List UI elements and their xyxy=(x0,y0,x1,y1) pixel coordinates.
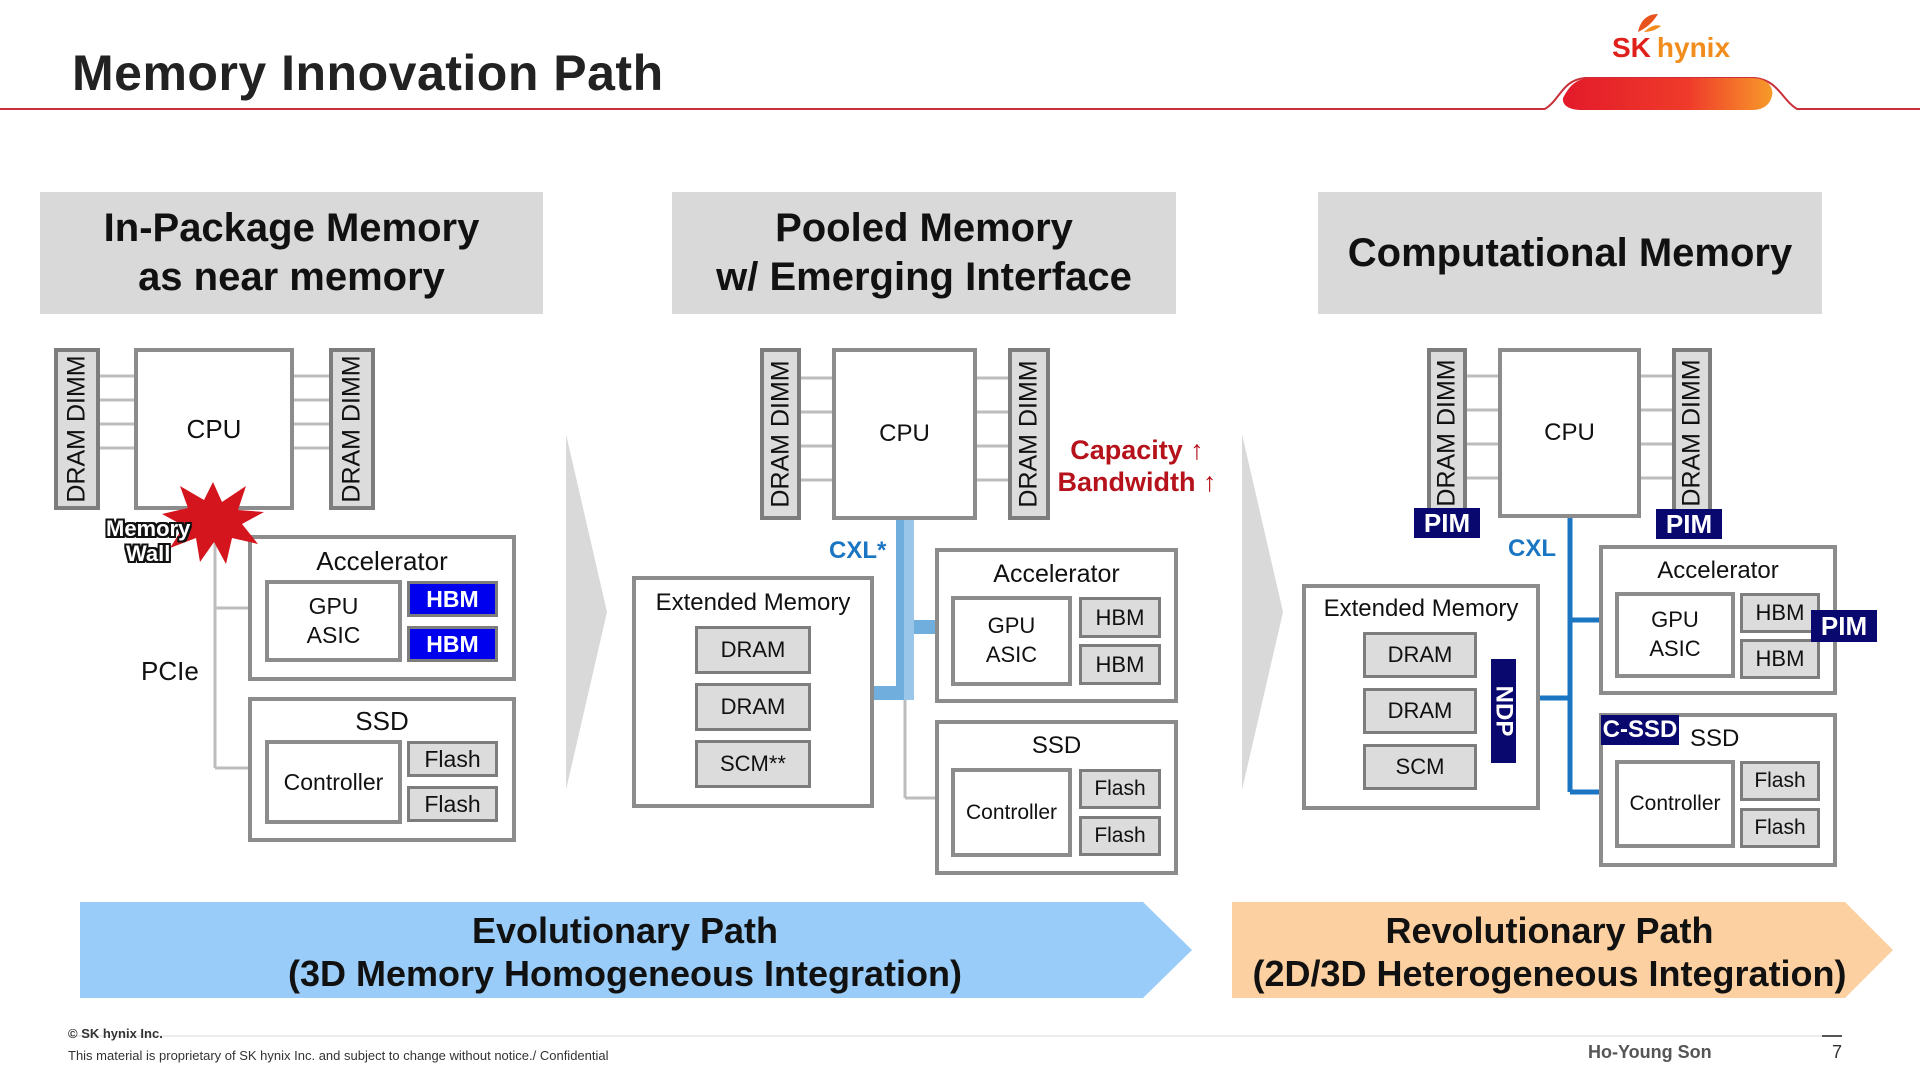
pcie-label: PCIe xyxy=(141,656,199,686)
accelerator-label: Accelerator xyxy=(316,546,448,576)
memory-wall-label: Memory Wall xyxy=(106,516,191,567)
page-number: 7 xyxy=(1832,1042,1843,1062)
dram-chip-1: DRAM xyxy=(695,626,811,674)
dram-dimm-right: DRAM DIMM xyxy=(329,348,375,510)
logo-hynix: hynix xyxy=(1656,32,1731,63)
hbm-chip-2: HBM xyxy=(407,626,498,662)
cpu-box: CPU xyxy=(832,348,977,520)
flash-chip-1: Flash xyxy=(1079,769,1161,809)
hbm-chip-1: HBM xyxy=(1079,597,1161,638)
ssd-label: SSD xyxy=(355,706,409,736)
capacity-bandwidth-note: Capacity ↑ Bandwidth ↑ xyxy=(1057,435,1217,498)
pim-tag-accelerator: PIM xyxy=(1811,610,1877,642)
dram-chip-1: DRAM xyxy=(1363,632,1477,678)
evolutionary-arrow-shape xyxy=(80,902,1192,998)
revolutionary-path-label: Revolutionary Path (2D/3D Heterogeneous … xyxy=(1252,910,1847,995)
scm-chip: SCM xyxy=(1363,744,1477,790)
path-arrows xyxy=(80,902,1893,998)
cxl-label: CXL xyxy=(1508,535,1556,562)
c-ssd-tag: C-SSD xyxy=(1601,715,1679,745)
controller-box: Controller xyxy=(951,768,1072,857)
panel-title-computational: Computational Memory xyxy=(1318,192,1822,314)
memory-wall-burst-icon xyxy=(162,482,264,564)
flash-chip-2: Flash xyxy=(407,786,498,822)
flash-chip-1: Flash xyxy=(407,741,498,777)
controller-box: Controller xyxy=(265,740,402,824)
accelerator-label: Accelerator xyxy=(993,560,1120,588)
footer-divider xyxy=(68,1035,1842,1037)
hbm-chip-2: HBM xyxy=(1740,639,1820,679)
dram-dimm-left: DRAM DIMM xyxy=(760,348,801,520)
cpu-box: CPU xyxy=(1498,348,1641,518)
evolutionary-path-label: Evolutionary Path (3D Memory Homogeneous… xyxy=(287,910,963,995)
header-decoration xyxy=(0,77,1920,110)
pim-tag-right: PIM xyxy=(1656,509,1722,539)
pim-tag-left: PIM xyxy=(1414,508,1480,538)
controller-box: Controller xyxy=(1615,760,1735,848)
dram-dimm-right: DRAM DIMM xyxy=(1008,348,1050,520)
revolutionary-arrow-shape xyxy=(1232,902,1893,998)
footer-notice: This material is proprietary of SK hynix… xyxy=(68,1048,609,1063)
ssd-label: SSD xyxy=(1690,725,1740,752)
hbm-chip-2: HBM xyxy=(1079,644,1161,685)
ndp-tag: NDP xyxy=(1491,659,1518,763)
hbm-chip-1: HBM xyxy=(407,581,498,617)
dram-chip-2: DRAM xyxy=(695,683,811,731)
flash-chip-2: Flash xyxy=(1079,816,1161,856)
cxl-label: CXL* xyxy=(829,537,887,564)
dram-dimm-left: DRAM DIMM xyxy=(54,348,100,510)
extended-memory-label: Extended Memory xyxy=(1323,595,1519,622)
dram-dimm-left: DRAM DIMM xyxy=(1427,348,1467,518)
scm-chip: SCM** xyxy=(695,740,811,788)
flash-chip-1: Flash xyxy=(1740,761,1820,801)
extended-memory-label: Extended Memory xyxy=(655,589,851,616)
hbm-chip-1: HBM xyxy=(1740,593,1820,633)
ssd-label: SSD xyxy=(1031,732,1082,759)
footer-author: Ho-Young Son xyxy=(1588,1042,1712,1062)
sk-butterfly-logo-icon xyxy=(1638,14,1661,32)
cpu-box: CPU xyxy=(134,348,294,510)
footer-copyright: © SK hynix Inc. xyxy=(68,1026,163,1041)
accelerator-label: Accelerator xyxy=(1657,557,1779,584)
dram-chip-2: DRAM xyxy=(1363,688,1477,734)
page-title: Memory Innovation Path xyxy=(72,45,664,101)
dram-dimm-right: DRAM DIMM xyxy=(1672,348,1712,518)
logo-sk: SK xyxy=(1612,32,1651,63)
flash-chip-2: Flash xyxy=(1740,808,1820,848)
